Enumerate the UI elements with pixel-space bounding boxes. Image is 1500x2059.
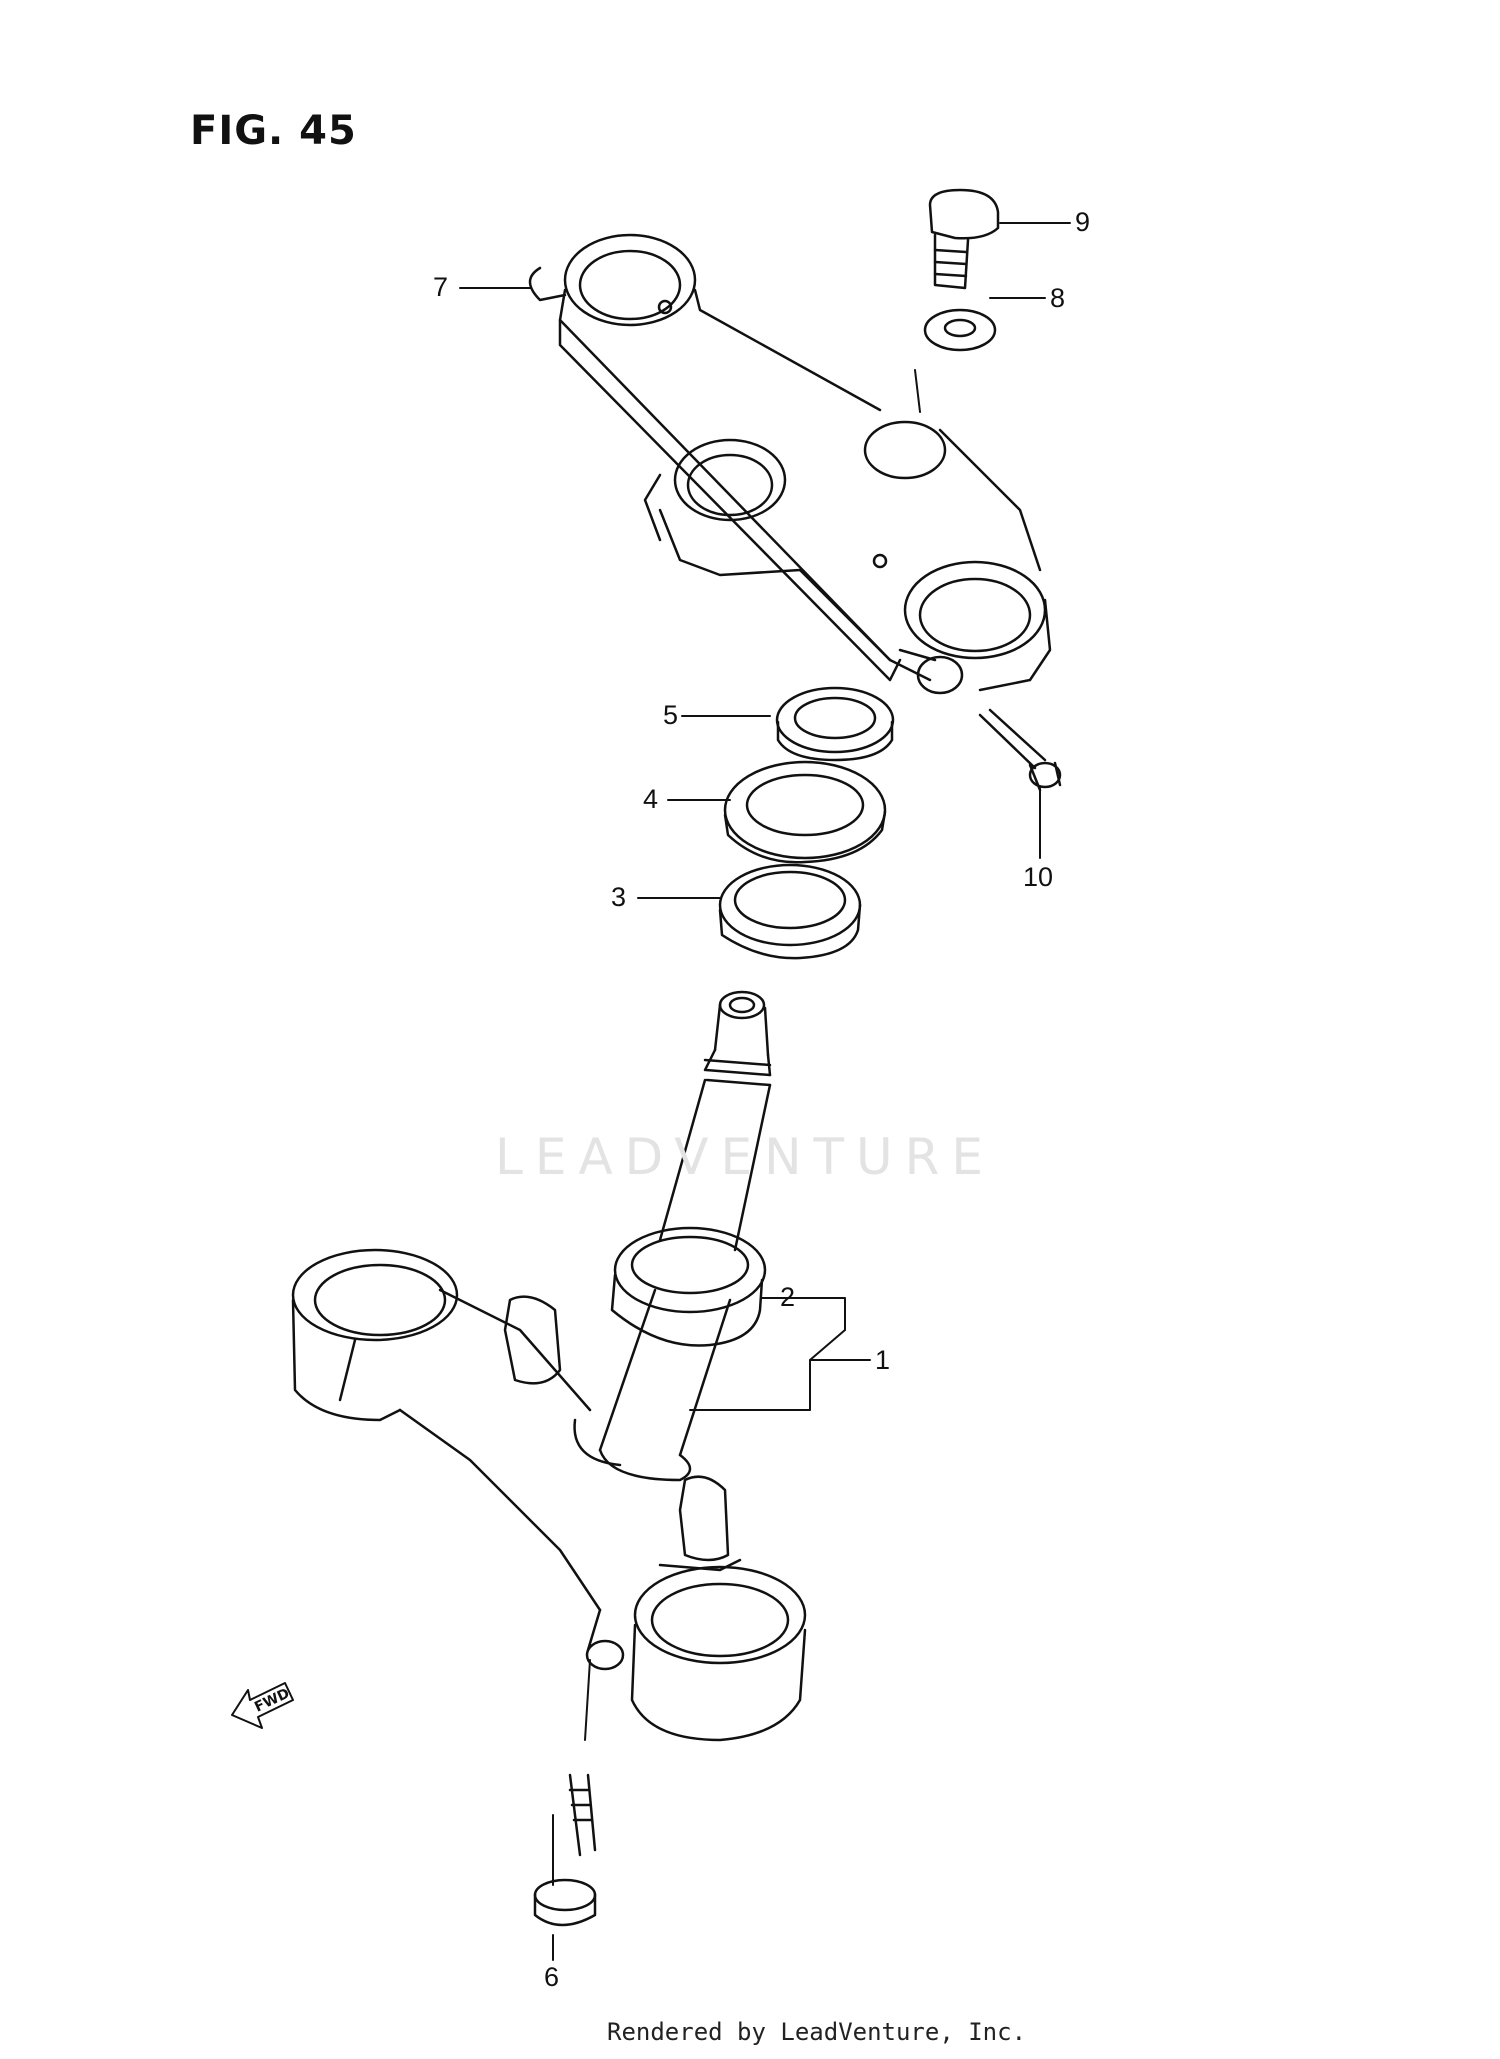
lower-bracket-part-1 [291,1248,807,1742]
leader-1-b [689,1359,811,1411]
leader-1-a [809,1329,871,1361]
callout-4: 4 [643,784,659,814]
footer-credit: Rendered by LeadVenture, Inc. [607,2018,1027,2046]
upper-bracket-part-7 [528,233,1052,695]
bolt-part-6 [533,1773,597,1927]
washer-part-8 [923,308,997,352]
figure-title: FIG. 45 [190,108,357,154]
callout-9: 9 [1075,207,1091,237]
callout-5: 5 [663,700,679,730]
leader-6-to-bracket [584,1659,591,1741]
callout-7: 7 [433,272,449,302]
leader-lines [459,222,1071,1961]
fwd-arrow-icon: FWD [231,1682,294,1729]
nut-part-5 [775,686,895,762]
callout-1: 1 [875,1345,891,1375]
callout-10: 10 [1023,862,1054,892]
watermark-text: LEADVENTURE [495,1128,995,1186]
seal-part-4 [723,760,887,864]
bolt-part-9 [928,188,1000,290]
ring-part-2 [610,1226,767,1347]
leader-8-to-bracket [914,369,921,413]
callout-8: 8 [1050,283,1066,313]
bolt-part-10 [978,708,1062,792]
callout-3: 3 [611,882,627,912]
leader-2 [761,1297,846,1331]
callout-6: 6 [544,1962,560,1992]
steering-stem-part-1 [598,990,772,1457]
bearing-part-3 [718,863,862,960]
callout-2: 2 [780,1282,796,1312]
